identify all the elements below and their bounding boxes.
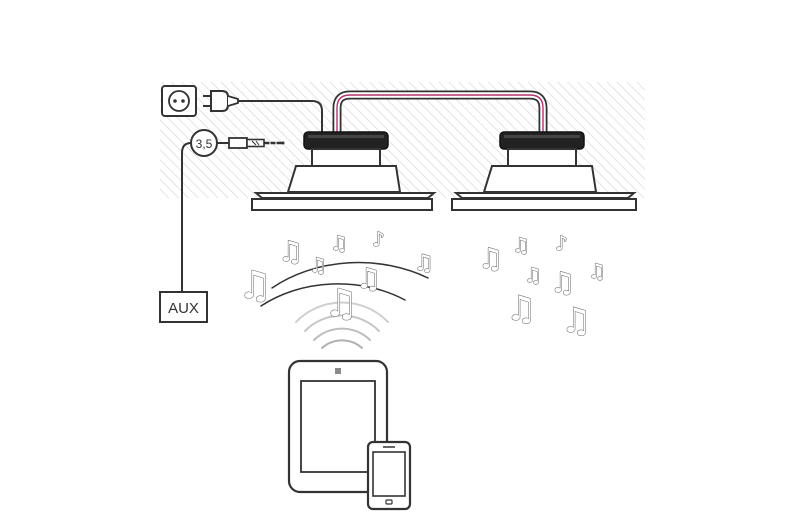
- ceiling-speaker-left: [251, 131, 437, 211]
- audio-jack-icon: [217, 137, 285, 149]
- music-note-icon: ♫: [478, 242, 503, 275]
- music-note-icon: ♫: [414, 251, 434, 276]
- music-note-icon: ♫: [238, 263, 272, 307]
- tablet-icon: [287, 359, 389, 494]
- music-note-icon: ♫: [561, 301, 591, 341]
- music-note-icon: ♫: [278, 235, 303, 268]
- jack-size-label: 3,5: [196, 137, 213, 151]
- smartphone-icon: [366, 440, 412, 511]
- music-note-icon: ♫: [524, 263, 542, 287]
- music-note-icon: ♫: [588, 259, 606, 283]
- aux-cable: [181, 142, 192, 292]
- aux-input-box: AUX: [159, 291, 208, 323]
- music-note-icon: ♪: [555, 231, 568, 255]
- wireless-waves-icon: [260, 261, 429, 349]
- music-notes-right: ♫ ♫ ♪ ♫ ♫ ♫ ♫ ♫: [477, 230, 606, 341]
- music-note-icon: ♫: [512, 233, 530, 257]
- power-cable: [238, 100, 323, 132]
- music-note-icon: ♫: [330, 231, 348, 255]
- power-plug-icon: [203, 90, 239, 112]
- music-note-icon: ♫: [324, 281, 358, 325]
- jack-size-badge: 3,5: [190, 129, 218, 157]
- speaker-interconnect-cable: [332, 90, 548, 137]
- music-note-icon: ♫: [506, 289, 536, 329]
- power-socket-icon: [161, 85, 197, 117]
- music-notes-left: ♫ ♫ ♫ ♪ ♫ ♫ ♫ ♫: [237, 226, 434, 325]
- music-note-icon: ♪: [372, 227, 385, 251]
- aux-input-label: AUX: [168, 300, 199, 317]
- music-note-icon: ♫: [309, 253, 327, 277]
- ceiling-speaker-right: [451, 131, 637, 211]
- music-note-icon: ♫: [550, 266, 575, 299]
- music-note-icon: ♫: [356, 262, 381, 295]
